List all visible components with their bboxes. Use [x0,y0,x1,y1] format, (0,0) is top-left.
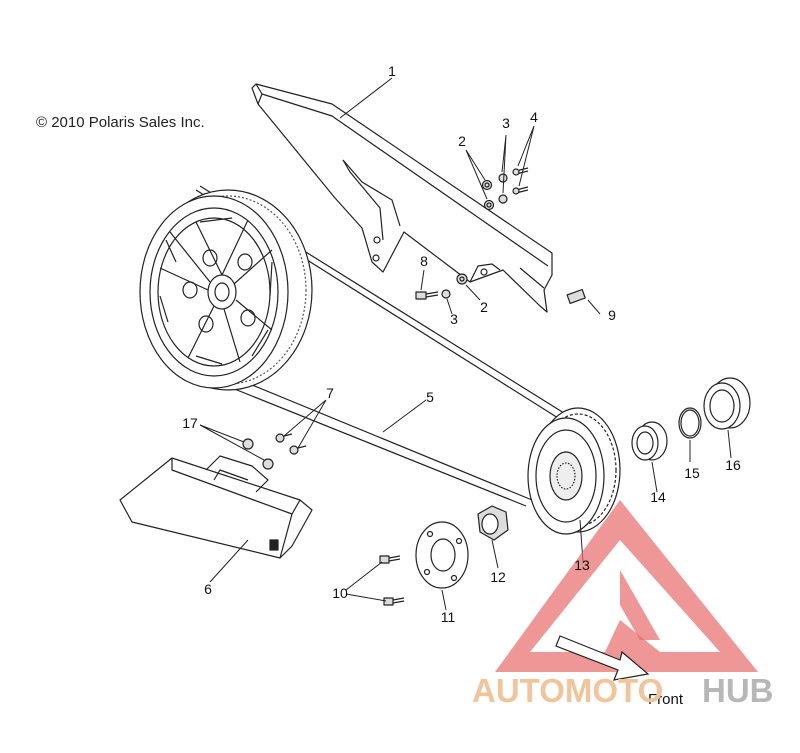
spacer-14 [631,421,668,461]
callout-11: 6 [204,581,212,597]
rear-wheel-pulley [139,189,313,391]
bolts-10 [379,555,405,606]
nut-12 [477,505,509,541]
lower-hardware [242,433,307,470]
callout-14: 12 [490,569,506,585]
callout-3: 4 [530,109,538,125]
belt-guard [251,83,553,313]
callout-16: 14 [650,489,666,505]
callout-2: 3 [502,115,510,131]
callout-12: 10 [332,585,348,601]
callout-13: 11 [441,609,456,625]
front-label: Front [648,691,684,708]
callout-17: 15 [684,465,700,481]
copyright-notice: © 2010 Polaris Sales Inc. [36,114,205,131]
snap-ring-15 [678,407,702,439]
callout-6: 8 [420,253,428,269]
callout-8: 5 [426,389,434,405]
front-sprocket [527,407,621,535]
callout-5: 3 [450,311,458,327]
callout-0: 1 [388,63,396,79]
callout-1: 2 [458,133,466,149]
front-arrow-icon [555,635,650,681]
watermark-text-part2: HUB [702,672,774,709]
callout-4: 2 [480,299,488,315]
leader-lines [199,77,732,611]
watermark-logo [495,500,758,672]
callout-7: 9 [608,307,616,323]
callout-10: 17 [182,415,198,431]
seal-16 [703,377,751,430]
lock-plate [415,521,469,589]
callout-9: 7 [326,385,334,401]
callout-15: 13 [574,557,590,573]
guard-hardware [415,167,586,305]
watermark-text-part1: AUTOMOTO [472,672,663,709]
callout-18: 16 [725,457,741,473]
lower-guard [119,455,313,559]
